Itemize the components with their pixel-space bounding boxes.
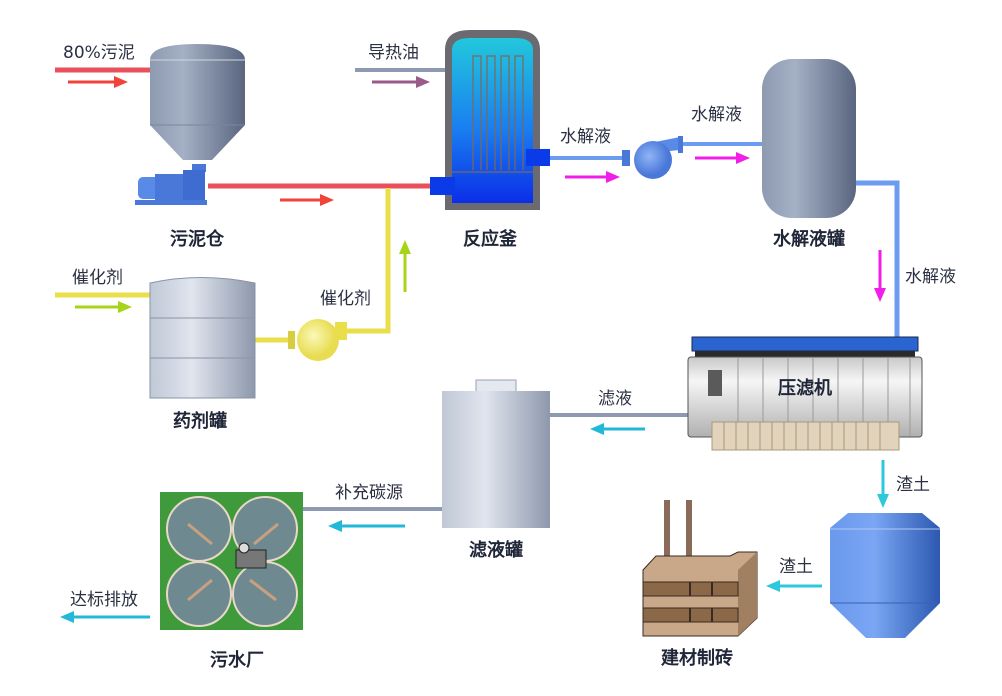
flow-labels: 80%污泥 导热油 水解液 水解液 水解液 催化剂 催化剂 滤液 补充碳源 达标… (63, 43, 956, 610)
sludge-arrow-2 (280, 194, 334, 206)
filtrate-arrow (590, 423, 645, 435)
filter-press (687, 336, 923, 451)
wastewater-plant-icon (160, 492, 303, 630)
label-catalyst-in: 催化剂 (72, 268, 123, 288)
oil-arrow (372, 76, 430, 88)
label-hydrolysate-2: 水解液 (691, 105, 742, 125)
sludge-pump-icon (135, 164, 207, 205)
brick-factory-icon (642, 500, 758, 637)
label-filter-press: 压滤机 (778, 378, 832, 399)
equipment-labels: 污泥仓 反应釜 水解液罐 药剂罐 压滤机 滤液罐 污水厂 建材制砖 (170, 228, 845, 671)
label-hydrolysate-3: 水解液 (905, 267, 956, 287)
discharge-arrow (60, 611, 150, 623)
flow-arrows (60, 76, 889, 623)
catalyst-arrow-1 (75, 301, 132, 313)
hydrolysate-pump-icon (622, 136, 683, 179)
residue-arrow-left (766, 580, 822, 592)
hydrolysate-tank (762, 59, 856, 218)
hydrolysate-arrow-down (874, 250, 886, 302)
pipes (55, 67, 900, 511)
label-hydrolysate-tank: 水解液罐 (773, 228, 845, 250)
label-wastewater-plant: 污水厂 (210, 649, 264, 671)
carbon-source-arrow (328, 520, 405, 532)
catalyst-riser-pipe (343, 188, 391, 334)
reactor (430, 30, 550, 210)
catalyst-arrow-up (399, 240, 411, 292)
reagent-tank (149, 277, 256, 399)
label-catalyst-2: 催化剂 (320, 289, 371, 309)
label-sludge-silo: 污泥仓 (170, 228, 225, 250)
label-hydrolysate-1: 水解液 (560, 127, 611, 147)
label-filtrate-tank: 滤液罐 (469, 539, 523, 561)
hydrolysate-arrow-1 (565, 171, 620, 183)
label-thermal-oil: 导热油 (368, 43, 419, 63)
label-reagent-tank: 药剂罐 (173, 410, 227, 432)
residue-silo (830, 513, 940, 638)
residue-arrow-down (877, 460, 889, 508)
label-residue-2: 渣土 (779, 557, 813, 577)
label-carbon-source: 补充碳源 (335, 483, 403, 503)
label-sludge-in: 80%污泥 (63, 43, 135, 63)
label-discharge: 达标排放 (70, 590, 138, 610)
catalyst-pump-icon (288, 319, 347, 361)
hydrolysate-arrow-2 (695, 152, 750, 164)
label-residue-1: 渣土 (896, 475, 930, 495)
label-reactor: 反应釜 (463, 228, 518, 250)
sludge-silo (150, 44, 245, 160)
label-brick-plant: 建材制砖 (661, 647, 733, 669)
hydrolysate-pipe-3 (855, 180, 900, 338)
filtrate-tank (442, 379, 550, 528)
sludge-arrow-1 (68, 76, 128, 88)
label-filtrate: 滤液 (598, 389, 632, 409)
